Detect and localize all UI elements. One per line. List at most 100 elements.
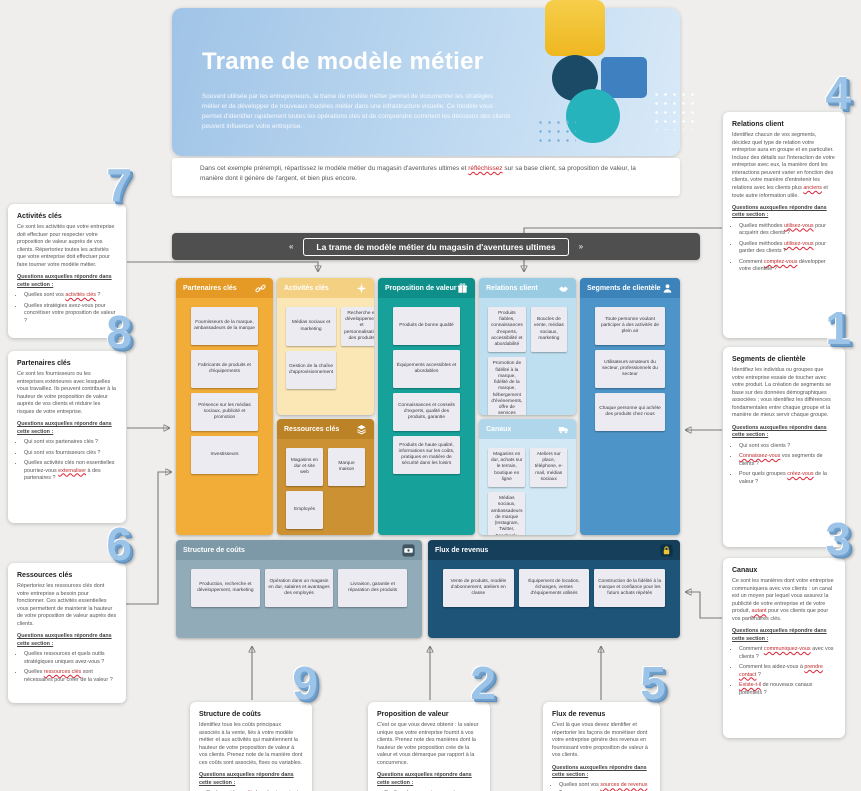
panel-title: Canaux [486, 425, 512, 433]
panel-title: Partenaires clés [183, 284, 237, 292]
sticky-note[interactable]: Boucles de vente, médias sociaux, market… [530, 307, 567, 353]
card-title: Flux de revenus [552, 711, 606, 718]
question-item: Comment comptez-vous développer votre cl… [739, 259, 836, 274]
sticky-note[interactable]: Vente de produits, modèle d'abonnement, … [443, 569, 514, 607]
question-item: Quels sont les coûts les plus importants… [206, 790, 303, 791]
sticky-note[interactable]: Équipements accessibles et abordables [393, 350, 460, 388]
card-body: Identifiez les individus ou groupes que … [732, 367, 836, 420]
card-body: Identifiez tous les coûts principaux ass… [199, 722, 303, 767]
panel-canaux[interactable]: Canaux Magasins en dur, achats sur le te… [479, 419, 576, 535]
sticky-note[interactable]: Équipement de location, échanges, ventes… [518, 569, 590, 607]
panel-title: Proposition de valeur [385, 284, 457, 292]
annotation-card-partenaires-cles[interactable]: 8 Partenaires clés Ce sont les fournisse… [8, 309, 132, 523]
panel-partenaires-cles[interactable]: Partenaires clés Fournisseurs de la marq… [176, 278, 273, 535]
text-segment: Répertoriez les ressources clés dont vot… [17, 583, 117, 627]
text-segment: Quelle valeur [384, 790, 417, 791]
yellow-square-shape [545, 0, 605, 56]
text-segment: Quelles sont vos [24, 291, 66, 298]
text-segment: Comment [739, 645, 764, 652]
annotation-card-relations-client[interactable]: 4 Relations client Identifiez chacun de … [723, 70, 851, 338]
card-body: Ce sont les activités que votre entrepri… [17, 224, 117, 269]
banner-label: La trame de modèle métier du magasin d'a… [303, 237, 569, 256]
text-segment: Ce sont les activités que votre entrepri… [17, 224, 115, 268]
blue-dots-pattern [536, 118, 576, 145]
step-number: 4 [825, 67, 851, 119]
text-segment: pour garder des clients ? [739, 240, 826, 255]
annotation-card-ressources-cles[interactable]: 6 Ressources clés Répertoriez les ressou… [8, 521, 132, 703]
sticky-note[interactable]: Toute personne voulant participer à des … [595, 307, 665, 345]
panel-title: Flux de revenus [435, 546, 489, 554]
panel-relations-client[interactable]: Relations client Produits fiables, conna… [479, 278, 576, 415]
notes-container: Production, recherche et développement, … [176, 560, 422, 638]
sticky-note[interactable]: Magasins en dur, achats sur le terrain, … [488, 448, 526, 488]
question-item: Qui sont vos partenaires clés ? [24, 439, 117, 447]
text-segment: Qui sont vos partenaires clés ? [24, 438, 99, 445]
sticky-note[interactable]: Investisseurs [191, 436, 258, 474]
squiggle-word: communiquez-vous [763, 645, 811, 652]
sticky-note[interactable]: Gestion de la chaîne d'approvisionnement [286, 351, 337, 390]
sticky-note[interactable]: Recherche et développement et personnali… [341, 307, 374, 347]
questions-list: Comment communiquez-vous avec vos client… [732, 646, 836, 697]
sticky-note[interactable]: Chaque personne qui achète des produits … [595, 393, 665, 431]
squiggle-word: apportez-vous [417, 790, 451, 791]
sticky-note[interactable]: Médias sociaux, ambassadeurs de marque (… [488, 492, 526, 535]
questions-list: Quelles sont vos activités clés ?Quelles… [17, 292, 117, 325]
sticky-note[interactable]: Présence sur les médias sociaux, publici… [191, 393, 258, 431]
panel-flux-de-revenus[interactable]: Flux de revenus Vente de produits, modèl… [428, 540, 680, 638]
questions-header: Questions auxquelles répondre dans cette… [17, 633, 112, 647]
squiggle-word: coûts [242, 790, 255, 791]
panel-segments-de-clientele[interactable]: Segments de clientèle Toute personne vou… [580, 278, 680, 535]
sticky-note[interactable]: Fabricants de produits et d'équipements [191, 350, 258, 388]
annotation-card-structure-de-couts[interactable]: 9 Structure de coûts Identifiez tous les… [190, 660, 318, 791]
text-segment: Dans cet exemple prérempli, répartissez … [200, 165, 469, 172]
layers-icon [356, 424, 367, 435]
sticky-note[interactable]: Opération dans un magasin en dur, salair… [264, 569, 334, 607]
annotation-card-segments-de-clientele[interactable]: 1 Segments de clientèle Identifiez les i… [723, 305, 851, 547]
sticky-note[interactable]: Production, recherche et développement, … [191, 569, 260, 607]
annotation-card-activites-cles[interactable]: 7 Activités clés Ce sont les activités q… [8, 162, 132, 338]
sticky-note[interactable]: Marque maison [328, 448, 365, 486]
sticky-note[interactable]: Connaissances et conseils d'experts, qua… [393, 393, 460, 431]
panel-header: Structure de coûts [176, 540, 422, 560]
sticky-note[interactable]: Ateliers sur place, téléphone, e-mail, m… [530, 448, 567, 488]
sticky-note[interactable]: Fournisseurs de la marque, ambassadeurs … [191, 307, 258, 345]
sticky-note[interactable]: Utilisateurs amateurs du secteur, profes… [595, 350, 665, 388]
canvas-title-banner[interactable]: « La trame de modèle métier du magasin d… [172, 233, 700, 260]
sticky-note[interactable]: Produits fiables, connaissances d'expert… [488, 307, 526, 353]
text-segment: ? [95, 291, 101, 298]
page-title: Trame de modèle métier [202, 48, 484, 75]
banknote-icon [402, 543, 415, 557]
card-title: Activités clés [17, 213, 62, 220]
sticky-note[interactable]: Livraison, garantie et réparation des pr… [338, 569, 407, 607]
panel-proposition-de-valeur[interactable]: Proposition de valeur Produits de bonne … [378, 278, 475, 535]
intro-strip[interactable]: Dans cet exemple prérempli, répartissez … [172, 158, 680, 196]
panel-header: Segments de clientèle [580, 278, 680, 298]
annotation-card-canaux[interactable]: 3 Canaux Ce sont les manières dont votre… [723, 516, 851, 738]
panel-ressources-cles[interactable]: Ressources clés Magasins en dur et site … [277, 419, 374, 535]
sticky-note[interactable]: Employés [286, 491, 323, 529]
annotation-card-flux-de-revenus[interactable]: 5 Flux de revenus C'est là que vous deve… [543, 660, 666, 791]
panel-header: Activités clés [277, 278, 374, 298]
panel-activites-cles[interactable]: Activités clés Médias sociaux et marketi… [277, 278, 374, 415]
sticky-note[interactable]: Produits de haute qualité, informations … [393, 436, 460, 474]
panel-structure-de-couts[interactable]: Structure de coûts Production, recherche… [176, 540, 422, 638]
text-segment: développer votre clientèle ? [739, 258, 826, 273]
questions-header: Questions auxquelles répondre dans cette… [732, 205, 827, 219]
card-body: C'est ce que vous devez obtenir : la val… [377, 722, 481, 767]
sticky-note[interactable]: Magasins en dur et site web [286, 448, 323, 486]
sticky-note[interactable]: Construction de la fidélité à la marque … [594, 569, 665, 607]
sticky-note[interactable]: Médias sociaux et marketing [286, 307, 337, 347]
sticky-note[interactable]: Produits de bonne qualité [393, 307, 460, 345]
step-number: 2 [470, 657, 496, 709]
question-item: Quelles méthodes utilisez-vous pour acqu… [739, 223, 836, 238]
question-item: Quelles stratégies avez-vous pour concré… [24, 303, 117, 326]
question-item: Existe-t-il de nouveaux canaux potentiel… [739, 682, 836, 697]
text-segment: Identifiez tous les coûts principaux ass… [199, 722, 303, 766]
banner-chevron-right-icon: » [578, 241, 584, 251]
sticky-note[interactable]: Promotion de fidélité à la marque, fidél… [488, 357, 526, 415]
text-segment: Quelles stratégies avez-vous pour concré… [24, 302, 116, 324]
annotation-card-proposition-de-valeur[interactable]: 2 Proposition de valeur C'est ce que vou… [368, 660, 496, 791]
question-item: Qui sont vos fournisseurs clés ? [24, 450, 117, 458]
